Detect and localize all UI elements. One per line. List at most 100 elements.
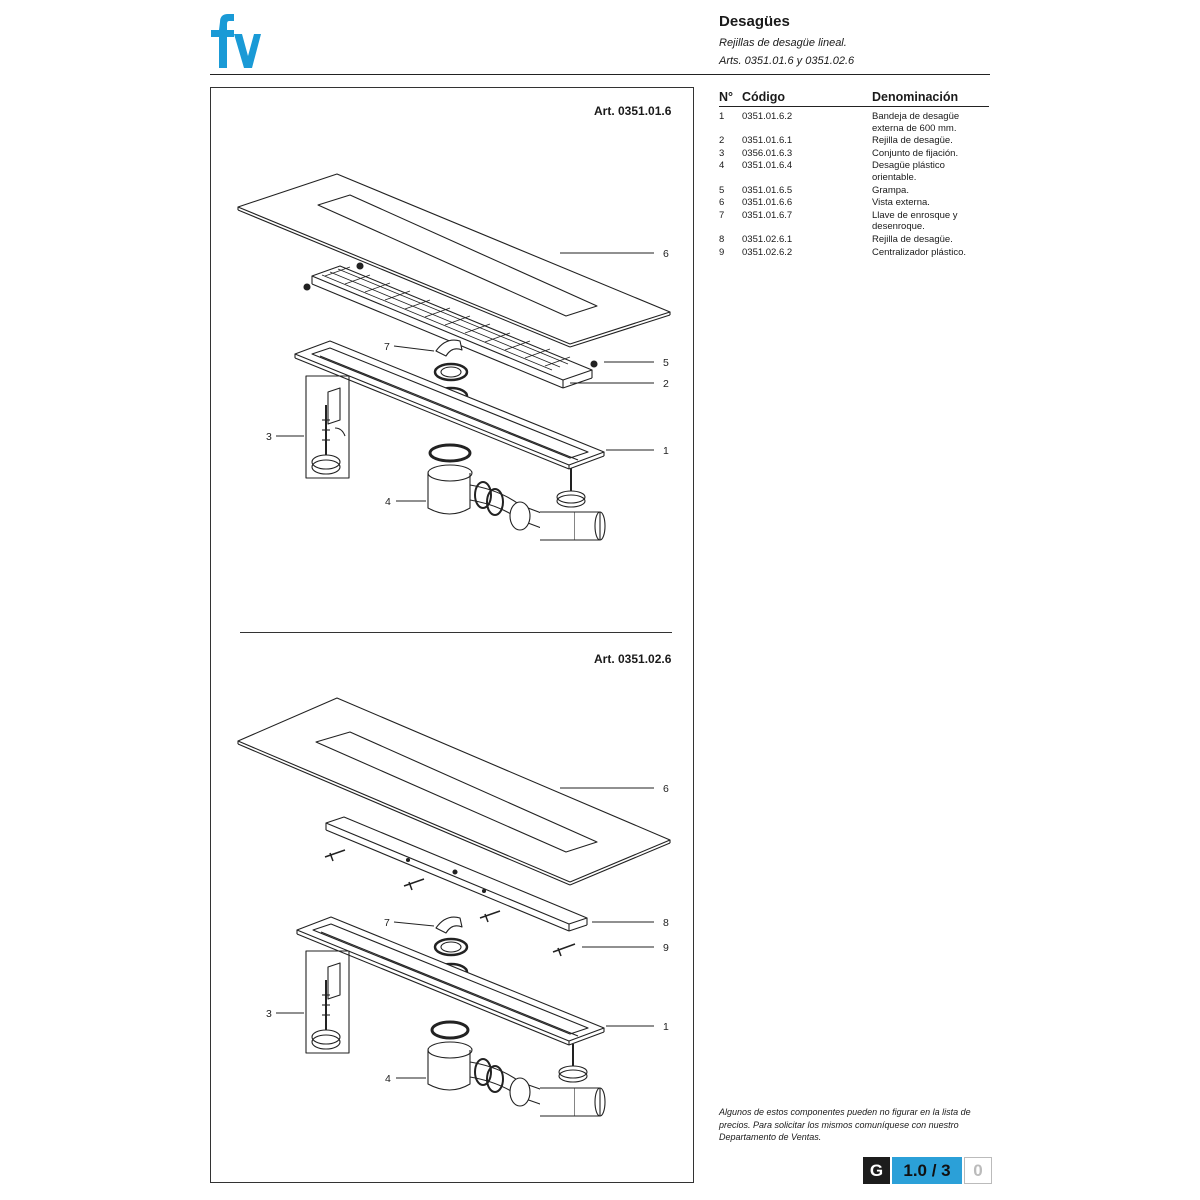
cell-number: 9 bbox=[719, 246, 725, 258]
document-articles: Arts. 0351.01.6 y 0351.02.6 bbox=[719, 55, 855, 67]
table-row: 4 0351.01.6.4 Desagüe plástico bbox=[719, 160, 989, 172]
part-grate bbox=[303, 262, 598, 389]
cell-number: 5 bbox=[719, 184, 725, 196]
callout-top-2: 2 bbox=[663, 378, 669, 390]
table-row: orientable. bbox=[719, 172, 989, 184]
document-subtitle: Rejillas de desagüe lineal. bbox=[719, 37, 847, 49]
cell-name: desenroque. bbox=[872, 221, 925, 233]
cell-name: Desagüe plástico bbox=[872, 160, 945, 172]
part-tray-2 bbox=[296, 916, 605, 1046]
callout-top-4: 4 bbox=[385, 496, 391, 508]
cell-code: 0351.01.6.2 bbox=[742, 111, 793, 122]
callout-bottom-7: 7 bbox=[384, 917, 390, 929]
part-drain-siphon-2 bbox=[427, 1020, 606, 1117]
header-divider bbox=[210, 74, 990, 75]
diagram-label-bottom: Art. 0351.02.6 bbox=[594, 652, 672, 666]
cell-name: Bandeja de desagüe bbox=[872, 111, 960, 122]
part-centralizers bbox=[324, 849, 576, 957]
cell-code bbox=[742, 172, 872, 184]
cell-code: 0356.01.6.3 bbox=[742, 147, 793, 159]
cell-code: 0351.01.6.4 bbox=[742, 160, 793, 172]
part-cover-plate-2 bbox=[237, 697, 671, 886]
table-row: 2 0351.01.6.1 Rejilla de desagüe. bbox=[719, 135, 989, 147]
fv-logo bbox=[208, 12, 262, 70]
cell-code: 0351.01.6.7 bbox=[742, 209, 793, 221]
cell-name: Rejilla de desagüe. bbox=[872, 233, 953, 245]
header-number: N° bbox=[719, 90, 734, 104]
callout-top-3: 3 bbox=[266, 431, 272, 443]
cell-code: 0351.01.6.1 bbox=[742, 135, 793, 147]
cell-number bbox=[719, 221, 742, 233]
fv-logo-icon bbox=[211, 14, 261, 68]
cell-code: 0351.01.6.6 bbox=[742, 197, 793, 209]
callout-bottom-6: 6 bbox=[663, 783, 669, 795]
cell-number: 4 bbox=[719, 160, 725, 172]
part-drain-siphon bbox=[427, 443, 606, 541]
cell-code bbox=[742, 221, 872, 233]
page-number: 1.0 / 3 bbox=[892, 1157, 962, 1184]
table-row: 1 0351.01.6.2 Bandeja de desagüe bbox=[719, 111, 989, 123]
exploded-diagram-top bbox=[237, 173, 671, 541]
diagram-label-top: Art. 0351.01.6 bbox=[594, 104, 672, 118]
table-row: 5 0351.01.6.5 Grampa. bbox=[719, 185, 989, 197]
document-title: Desagües bbox=[719, 13, 790, 30]
parts-table: N° Código Denominación 1 0351.01.6.2 Bande… bbox=[719, 88, 989, 258]
table-row: 3 0356.01.6.3 Conjunto de fijación. bbox=[719, 148, 989, 160]
availability-note: Algunos de estos componentes pueden no f… bbox=[719, 1107, 971, 1142]
table-row: 9 0351.02.6.2 Centralizador plástico. bbox=[719, 247, 989, 259]
callout-bottom-4: 4 bbox=[385, 1073, 391, 1085]
cell-number: 2 bbox=[719, 135, 725, 147]
parts-table-header: N° Código Denominación bbox=[719, 88, 989, 107]
cell-code: 0351.01.6.5 bbox=[742, 184, 793, 196]
exploded-diagram-bottom bbox=[237, 697, 671, 1117]
part-grate-2 bbox=[325, 816, 588, 932]
table-row: 7 0351.01.6.7 Llave de enrosque y bbox=[719, 210, 989, 222]
callout-top-5: 5 bbox=[663, 357, 669, 369]
diagram-divider bbox=[240, 632, 672, 633]
part-support-foot-2 bbox=[558, 1044, 588, 1083]
cell-number: 3 bbox=[719, 147, 725, 159]
cell-number: 6 bbox=[719, 197, 725, 209]
cell-name: Grampa. bbox=[872, 184, 909, 196]
part-key bbox=[435, 339, 463, 357]
cell-name: Rejilla de desagüe. bbox=[872, 135, 953, 147]
callout-leaders-top bbox=[276, 252, 654, 502]
header-code: Código bbox=[742, 90, 786, 104]
header-name: Denominación bbox=[872, 90, 959, 104]
exploded-diagram-panel bbox=[210, 87, 694, 1183]
cell-name: externa de 600 mm. bbox=[872, 122, 957, 134]
table-row: desenroque. bbox=[719, 221, 989, 233]
callout-top-1: 1 bbox=[663, 445, 669, 457]
table-row: 8 0351.02.6.1 Rejilla de desagüe. bbox=[719, 234, 989, 246]
cell-number: 1 bbox=[719, 111, 725, 122]
callout-bottom-3: 3 bbox=[266, 1008, 272, 1020]
callout-leaders-bottom bbox=[276, 787, 654, 1079]
callout-top-7: 7 bbox=[384, 341, 390, 353]
cell-name: Llave de enrosque y bbox=[872, 209, 958, 221]
part-mounting-kit bbox=[305, 375, 350, 479]
callout-bottom-9: 9 bbox=[663, 942, 669, 954]
table-row: externa de 600 mm. bbox=[719, 123, 989, 135]
part-mounting-kit-2 bbox=[305, 950, 350, 1054]
table-row: 6 0351.01.6.6 Vista externa. bbox=[719, 197, 989, 209]
cell-number: 8 bbox=[719, 233, 725, 245]
callout-top-6: 6 bbox=[663, 248, 669, 260]
exploded-diagrams: 6 7 5 2 3 1 4 6 7 8 9 3 1 4 bbox=[237, 173, 671, 1117]
cell-code: 0351.02.6.2 bbox=[742, 246, 793, 258]
cell-number: 7 bbox=[719, 209, 725, 221]
cell-number bbox=[719, 123, 742, 135]
cell-name: Centralizador plástico. bbox=[872, 246, 966, 258]
cell-name: Conjunto de fijación. bbox=[872, 147, 959, 159]
page-revision: 0 bbox=[964, 1157, 992, 1184]
cell-code bbox=[742, 123, 872, 135]
part-support-foot bbox=[556, 468, 586, 508]
cell-name: orientable. bbox=[872, 171, 917, 183]
cell-name: Vista externa. bbox=[872, 197, 930, 209]
callout-bottom-1: 1 bbox=[663, 1021, 669, 1033]
cell-code: 0351.02.6.1 bbox=[742, 233, 793, 245]
page-section: G bbox=[863, 1157, 890, 1184]
part-cover-plate bbox=[237, 173, 671, 348]
page-code: G 1.0 / 3 0 bbox=[863, 1157, 992, 1184]
part-key-2 bbox=[435, 916, 463, 934]
